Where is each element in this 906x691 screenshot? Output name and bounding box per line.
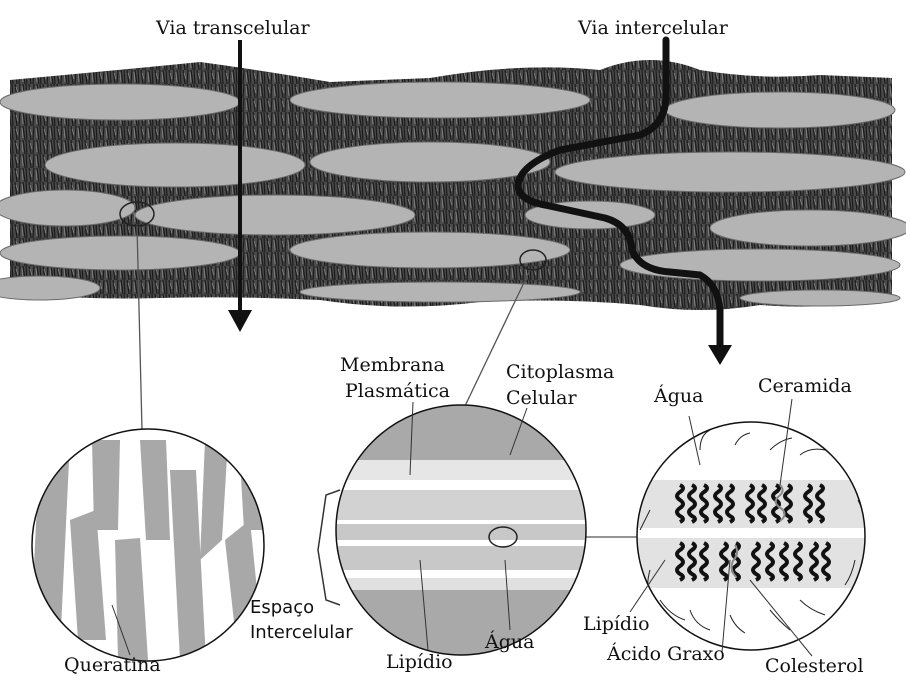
corneocyte xyxy=(620,249,900,281)
label-agua-right: Água xyxy=(654,386,703,407)
label-via-transcelular: Via transcelular xyxy=(156,18,310,39)
label-celular: Celular xyxy=(506,388,577,409)
label-acido-graxo: Ácido Graxo xyxy=(607,644,725,665)
corneocyte xyxy=(665,92,895,128)
label-citoplasma: Citoplasma xyxy=(506,362,614,383)
corneocyte xyxy=(135,195,415,235)
corneocyte xyxy=(300,282,580,302)
corneocyte xyxy=(45,143,305,187)
label-ceramida: Ceramida xyxy=(758,376,852,397)
label-espaco: Espaço xyxy=(250,598,314,618)
corneocyte xyxy=(0,276,100,300)
corneocyte xyxy=(310,142,550,182)
corneocyte xyxy=(555,152,905,192)
label-queratina: Queratina xyxy=(64,655,161,676)
label-intercelular: Intercelular xyxy=(250,623,353,643)
label-agua-center: Água xyxy=(485,632,534,653)
keratin-zoom-circle xyxy=(30,429,264,661)
label-via-intercelular: Via intercelular xyxy=(578,18,728,39)
membrane-zoom-circle xyxy=(330,400,590,660)
corneocyte xyxy=(0,236,240,270)
label-colesterol: Colesterol xyxy=(765,656,864,677)
corneocyte xyxy=(290,82,590,118)
lipid-bilayer-zoom-circle xyxy=(635,422,875,650)
label-lipidio-center: Lipídio xyxy=(386,652,453,673)
corneocyte xyxy=(740,290,900,306)
corneocyte xyxy=(0,190,135,226)
skin-layer xyxy=(0,60,906,310)
label-plasmatica: Plasmática xyxy=(345,381,450,402)
corneocyte xyxy=(710,210,906,246)
label-membrana: Membrana xyxy=(340,355,445,376)
label-lipidio-right: Lipídio xyxy=(583,614,650,635)
corneocyte xyxy=(0,84,240,120)
